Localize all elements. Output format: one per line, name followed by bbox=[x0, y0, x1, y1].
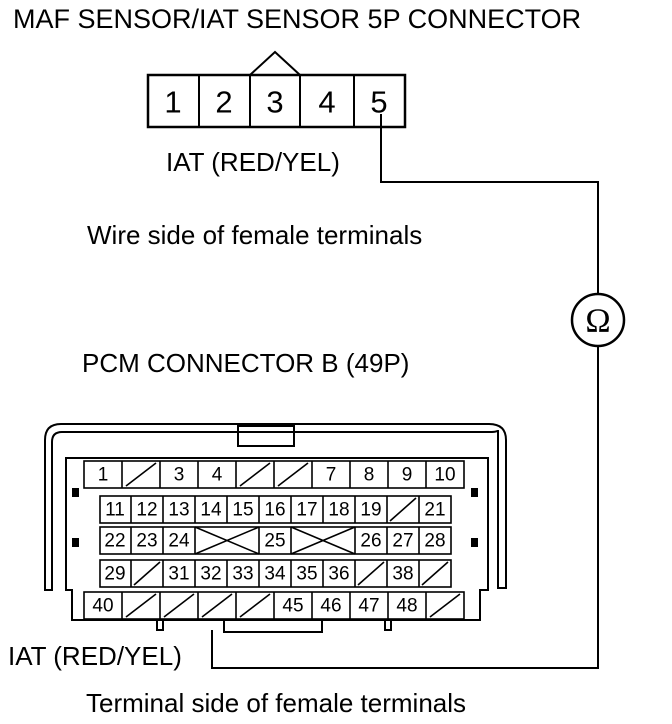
pcm-pin: 35 bbox=[296, 564, 317, 585]
pcm-pin: 34 bbox=[264, 564, 286, 585]
pcm-pin: 22 bbox=[104, 531, 125, 552]
pcm-pin: 17 bbox=[296, 500, 317, 521]
wire-side-caption: Wire side of female terminals bbox=[87, 220, 423, 250]
pcm-pin: 26 bbox=[360, 531, 381, 552]
pcm-pin: 10 bbox=[434, 465, 455, 486]
pcm-pin-grid bbox=[83, 460, 465, 620]
meter-lead-bottom bbox=[211, 346, 599, 669]
pcm-pin: 15 bbox=[232, 500, 253, 521]
pcm-pin: 19 bbox=[360, 500, 381, 521]
maf-pin-4: 4 bbox=[318, 85, 335, 120]
maf-connector-title: MAF SENSOR/IAT SENSOR 5P CONNECTOR bbox=[13, 4, 582, 34]
pcm-connector-housing bbox=[44, 423, 507, 633]
pcm-pin: 28 bbox=[424, 531, 445, 552]
pcm-pin: 18 bbox=[328, 500, 349, 521]
maf-pin-5: 5 bbox=[370, 85, 387, 120]
pcm-pin: 47 bbox=[358, 596, 379, 617]
pcm-pin: 12 bbox=[136, 500, 157, 521]
pcm-pin: 38 bbox=[392, 564, 413, 585]
pcm-pin: 32 bbox=[200, 564, 221, 585]
pcm-pin: 14 bbox=[200, 500, 222, 521]
ohm-symbol: Ω bbox=[585, 303, 610, 340]
pcm-connector-title: PCM CONNECTOR B (49P) bbox=[82, 348, 410, 378]
pcm-pin: 25 bbox=[264, 531, 285, 552]
pcm-pin: 45 bbox=[282, 596, 303, 617]
pcm-pin: 16 bbox=[264, 500, 285, 521]
pcm-pin: 24 bbox=[168, 531, 190, 552]
pcm-pin: 11 bbox=[105, 500, 125, 521]
maf-pin-3: 3 bbox=[266, 85, 283, 120]
pcm-pin: 7 bbox=[326, 465, 337, 486]
pcm-pin: 36 bbox=[328, 564, 349, 585]
maf-pin-1: 1 bbox=[164, 85, 181, 120]
pcm-pin: 23 bbox=[136, 531, 157, 552]
pcm-pin: 31 bbox=[168, 564, 189, 585]
meter-lead-top bbox=[380, 114, 599, 295]
pcm-pin: 40 bbox=[92, 596, 113, 617]
pcm-pin: 46 bbox=[320, 596, 341, 617]
pcm-pin: 3 bbox=[174, 465, 185, 486]
pcm-pin: 21 bbox=[424, 500, 445, 521]
pcm-pin: 29 bbox=[104, 564, 125, 585]
maf-connector-body bbox=[146, 50, 407, 129]
maf-pin-2: 2 bbox=[215, 85, 232, 120]
pcm-pin: 27 bbox=[392, 531, 413, 552]
pcm-pin: 9 bbox=[402, 465, 413, 486]
pcm-pin: 4 bbox=[212, 465, 223, 486]
pcm-pin: 8 bbox=[364, 465, 375, 486]
iat-wire-label-bottom: IAT (RED/YEL) bbox=[8, 641, 182, 671]
pcm-pin: 33 bbox=[232, 564, 253, 585]
pcm-pin: 13 bbox=[168, 500, 189, 521]
pcm-pin: 1 bbox=[98, 465, 109, 486]
iat-wire-label-top: IAT (RED/YEL) bbox=[166, 147, 340, 177]
pcm-pin: 48 bbox=[396, 596, 417, 617]
terminal-side-caption: Terminal side of female terminals bbox=[86, 688, 467, 718]
